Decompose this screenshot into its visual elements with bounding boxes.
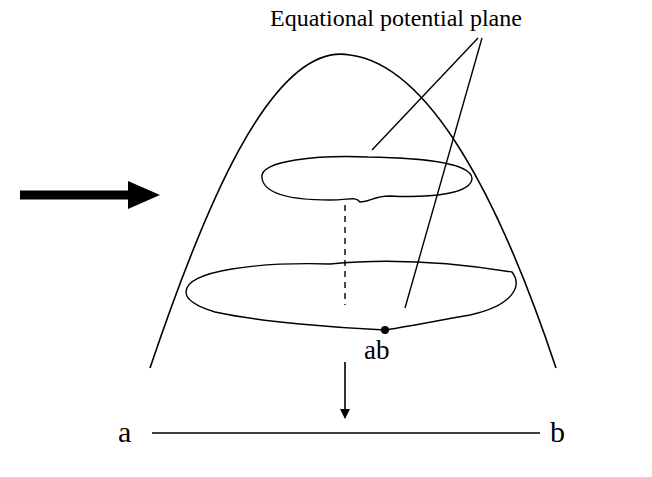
upper-equipotential-plane	[262, 157, 472, 202]
plane-label: Equational potential plane	[270, 6, 522, 30]
dashed-axis	[344, 205, 345, 305]
point-label: ab	[364, 337, 389, 364]
leader-line	[405, 38, 482, 308]
thick-arrow-head	[128, 181, 160, 209]
projection-arrow	[344, 362, 346, 418]
thick-arrow-shaft	[20, 191, 130, 200]
potential-surface	[150, 54, 556, 368]
end-label: a	[118, 417, 131, 447]
end-label: b	[550, 417, 565, 447]
point-ab	[381, 326, 389, 334]
lower-equipotential-plane	[186, 261, 516, 330]
leader-line	[372, 38, 478, 150]
ab-line	[152, 432, 540, 434]
